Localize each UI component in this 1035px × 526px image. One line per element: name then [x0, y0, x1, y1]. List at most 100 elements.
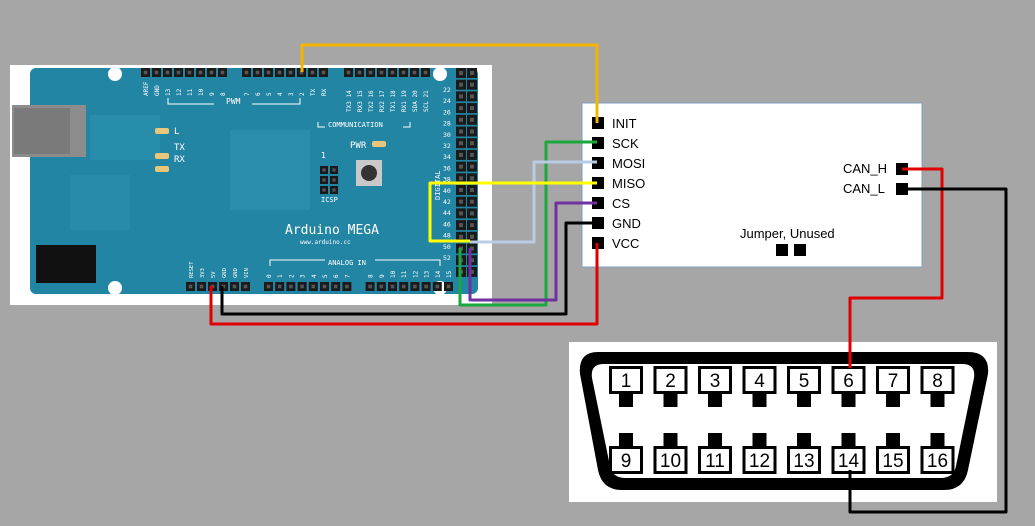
label-icsp-num: 1 — [321, 151, 326, 160]
obd-pin-face — [612, 369, 640, 391]
pin-label: 9 — [379, 274, 386, 278]
pin-label: 41 — [478, 218, 486, 226]
header-pin-digital-contact — [470, 94, 474, 99]
header-pin-digital-contact — [459, 211, 463, 216]
pin-label: 10 — [198, 88, 205, 96]
pin-label: 11 — [401, 270, 408, 278]
header-pin-bottom-contact — [390, 284, 395, 289]
pin-label: 52 — [443, 254, 451, 262]
obd-pin-face — [701, 449, 729, 471]
led-rx — [155, 166, 169, 172]
label-digital: DIGITAL — [434, 170, 442, 200]
header-pin-top-contact — [401, 70, 406, 75]
module-pin-cs — [592, 197, 604, 209]
header-pin-top-contact — [412, 70, 417, 75]
pin-label: 6 — [255, 92, 262, 96]
header-pin-bottom-contact — [300, 284, 304, 289]
obd-pin-face — [923, 449, 952, 471]
module-pin-label: VCC — [612, 236, 639, 251]
obd-pin-tab — [841, 433, 856, 447]
header-pin-digital-contact — [459, 234, 463, 239]
header-pin-digital-contact — [459, 82, 463, 87]
led-tx — [155, 153, 169, 159]
pin-label: AREF — [143, 81, 150, 96]
mount-hole — [108, 281, 122, 295]
label-pwr: PWR — [350, 141, 367, 151]
label-l: L — [174, 127, 179, 137]
can-module-board — [581, 102, 923, 268]
icsp-pin-contact — [322, 188, 326, 192]
obd-pin-number: 2 — [665, 371, 676, 392]
pin-label: RX2 17 — [379, 90, 386, 112]
label-analog: ANALOG IN — [328, 259, 366, 267]
pin-label: 50 — [443, 243, 451, 251]
header-pin-top-contact — [357, 70, 362, 75]
mount-hole — [108, 67, 122, 81]
pin-label: 12 — [176, 88, 183, 96]
header-pin-top-contact — [165, 70, 170, 75]
pin-label: 23 — [478, 127, 486, 135]
pin-label: 2 — [288, 274, 295, 278]
module-pin-label: MOSI — [612, 156, 645, 171]
wire-cs — [468, 201, 597, 302]
pin-label: 3V3 — [200, 268, 206, 278]
pin-label: 5 — [266, 92, 273, 96]
header-pin-top-contact — [255, 70, 260, 75]
header-pin-top-contact — [288, 70, 293, 75]
module-pin-label: INIT — [612, 116, 637, 131]
header-pin-digital-contact — [470, 129, 474, 134]
board-texture-2 — [70, 175, 130, 230]
jumper-pad — [794, 244, 806, 256]
label-icsp: ICSP — [321, 196, 338, 204]
obd-pin-number: 7 — [888, 371, 899, 392]
obd-pin-number: 14 — [838, 451, 860, 472]
header-pin-bottom-contact — [243, 284, 248, 289]
header-pin-digital-contact — [470, 71, 474, 75]
board-url: www.arduino.cc — [300, 239, 351, 246]
module-pin-label: SCK — [612, 136, 639, 151]
obd-pin-face — [745, 369, 774, 391]
pin-label: 24 — [443, 97, 451, 105]
header-pin-top-contact — [299, 70, 304, 75]
mount-hole — [433, 67, 447, 81]
pin-label: TX — [310, 88, 317, 96]
header-pin-bottom-contact — [379, 284, 384, 289]
header-pin-digital-contact — [459, 152, 463, 157]
module-pin-label: GND — [612, 216, 641, 231]
obd-pin-tab — [930, 393, 945, 407]
pin-label: 30 — [443, 131, 451, 139]
obd-pin-tab — [752, 433, 767, 447]
jumper-label: Jumper, Unused — [740, 226, 835, 241]
header-pin-digital-contact — [470, 152, 474, 157]
obd-pin-number: 4 — [754, 371, 765, 392]
pin-label: 39 — [478, 208, 486, 216]
header-pin-digital-contact — [459, 117, 463, 122]
header-pin-digital-contact — [459, 94, 463, 99]
wire-miso — [428, 181, 597, 243]
usb-connector-inner — [14, 108, 70, 154]
pin-label: 44 — [443, 209, 451, 217]
header-pin-digital-contact — [459, 199, 463, 204]
obd-pin-number: 16 — [927, 451, 948, 472]
pin-label: 53 — [478, 279, 486, 287]
obd-pin-face — [656, 369, 685, 391]
pin-label: 51 — [478, 268, 486, 276]
wire-can-h — [848, 167, 944, 368]
header-pin-digital-contact — [459, 188, 463, 192]
pin-label-gnd: GND — [479, 267, 486, 278]
obd-pin-tab — [886, 433, 900, 447]
header-pin-top-contact — [220, 70, 225, 75]
pin-label: 11 — [187, 88, 194, 96]
pin-label: TX1 18 — [390, 90, 397, 112]
header-pin-bottom-contact — [311, 284, 316, 289]
header-pin-top-contact — [423, 70, 428, 75]
header-pin-digital-contact — [470, 106, 474, 111]
header-pin-digital-contact — [470, 164, 474, 169]
icsp-pin-contact — [332, 178, 336, 182]
module-pin-label: CS — [612, 196, 630, 211]
pin-label: 34 — [443, 153, 451, 161]
pin-label: 10 — [390, 270, 397, 278]
obd-pin-tab — [708, 393, 722, 407]
power-jack — [36, 245, 96, 283]
icsp-pin-contact — [332, 188, 336, 192]
